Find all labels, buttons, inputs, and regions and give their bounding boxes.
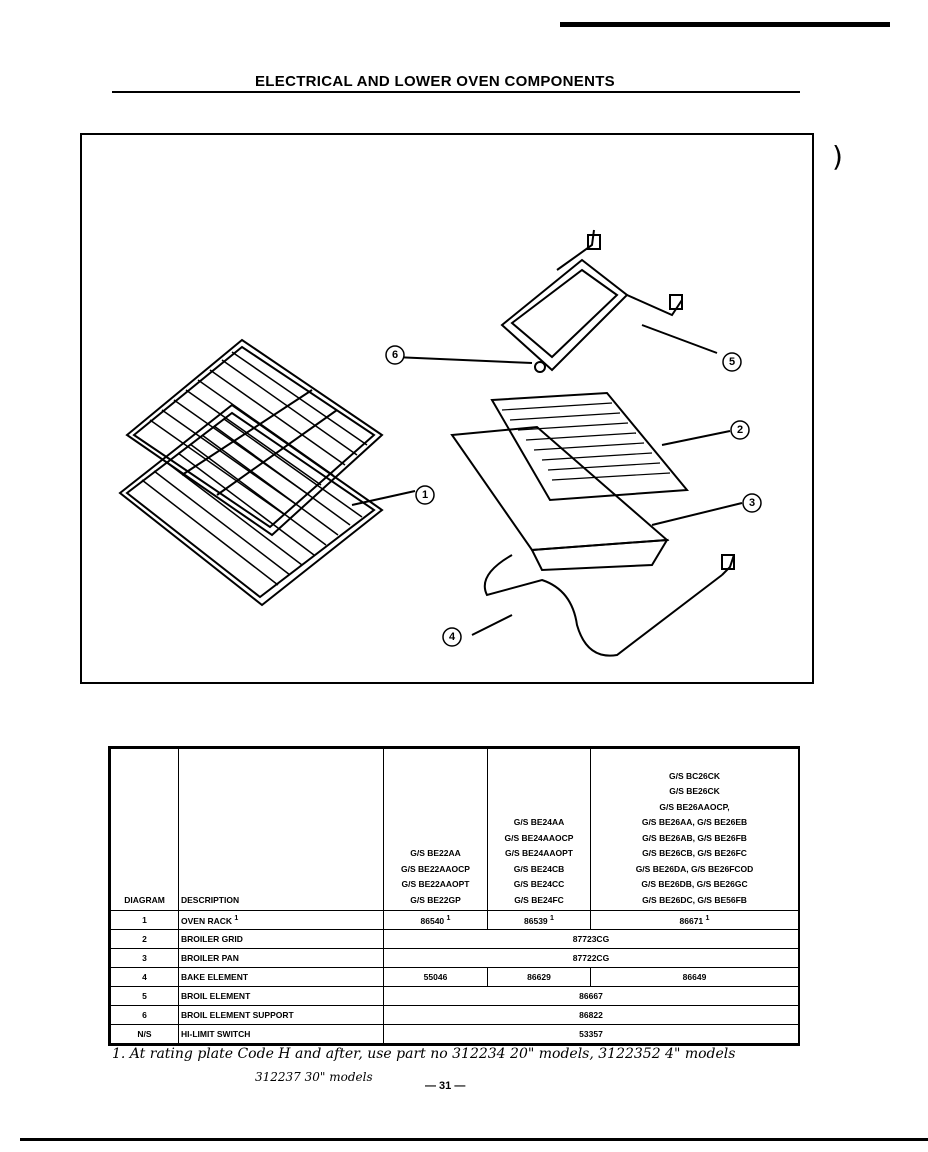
- model-name: G/S BE24AA: [513, 817, 565, 827]
- handwritten-footnote: 1. At rating plate Code H and after, use…: [112, 1046, 736, 1062]
- part-number: 87723CG: [383, 929, 799, 949]
- model-name: G/S BE22AA: [410, 848, 461, 858]
- header-diagram: DIAGRAM: [110, 748, 179, 911]
- model-name: G/S BE22GP: [410, 894, 461, 905]
- broiler-pan-illustration: [450, 425, 670, 572]
- title-rule: [112, 91, 800, 93]
- element-support-illustration: [534, 361, 546, 373]
- model-name: G/S BE24AAOPT: [504, 848, 574, 858]
- part-description: BROIL ELEMENT: [178, 986, 384, 1006]
- header-description: DESCRIPTION: [178, 748, 384, 911]
- model-name: G/S BE26CB, G/S BE26FC: [642, 848, 747, 858]
- page-title: ELECTRICAL AND LOWER OVEN COMPONENTS: [255, 73, 615, 90]
- model-name: G/S BE22AAOCP: [401, 863, 470, 874]
- parts-table: DIAGRAM DESCRIPTION G/S BE22AA G/S BE22A…: [110, 748, 799, 1044]
- callout-1-circle: [415, 485, 435, 505]
- model-name: G/S BE22AAOPT: [401, 879, 470, 889]
- scan-mark: ): [832, 140, 843, 173]
- diagram-number: 2: [110, 929, 179, 949]
- table-row: N/S HI-LIMIT SWITCH 53357: [110, 1024, 799, 1044]
- oven-rack-upper-illustration: [125, 338, 384, 537]
- callout-3-label: 3: [749, 497, 755, 509]
- part-description: BROIL ELEMENT SUPPORT: [178, 1005, 384, 1025]
- diagram-number: 6: [110, 1005, 179, 1025]
- scan-edge: [560, 22, 890, 27]
- diagram-number: N/S: [110, 1024, 179, 1044]
- part-number: 86649: [590, 967, 799, 987]
- broil-element-illustration: [500, 229, 683, 372]
- diagram-number: 5: [110, 986, 179, 1006]
- table-row: 3 BROILER PAN 87722CG: [110, 948, 799, 968]
- model-name: G/S BE26DA, G/S BE26FCOD: [635, 863, 754, 874]
- part-number: 86539 1: [487, 910, 591, 930]
- diagram-number: 4: [110, 967, 179, 987]
- part-number: 53357: [383, 1024, 799, 1044]
- table-row: 1 OVEN RACK 1 86540 1 86539 1 86671 1: [110, 910, 799, 930]
- callout-2-circle: [730, 420, 750, 440]
- part-number: 55046: [383, 967, 488, 987]
- model-name: G/S BE26AAOCP,: [659, 801, 730, 812]
- callout-6-circle: [385, 345, 405, 365]
- part-number: 87722CG: [383, 948, 799, 968]
- part-number: 86822: [383, 1005, 799, 1025]
- header-models-col2: G/S BE24AA G/S BE24AAOCP G/S BE24AAOPT G…: [487, 748, 591, 911]
- parts-illustration: 1 2 3 4 5 6: [118, 229, 762, 657]
- oven-rack-lower-illustration: [118, 403, 384, 607]
- table-row: 4 BAKE ELEMENT 55046 86629 86649: [110, 967, 799, 987]
- model-name: G/S BE26DC, G/S BE56FB: [642, 894, 747, 905]
- model-name: G/S BE26AB, G/S BE26FB: [642, 832, 747, 843]
- part-number: 86671 1: [590, 910, 799, 930]
- part-description: HI-LIMIT SWITCH: [178, 1024, 384, 1044]
- part-number: 86540 1: [383, 910, 488, 930]
- callout-4-circle: [442, 627, 462, 647]
- header-models-col1: G/S BE22AA G/S BE22AAOCP G/S BE22AAOPT G…: [383, 748, 488, 911]
- footnote-mark: 1: [234, 914, 239, 923]
- diagram-number: 3: [110, 948, 179, 968]
- part-number: 86667: [383, 986, 799, 1006]
- part-description: OVEN RACK 1: [178, 910, 384, 930]
- footnote-mark: 1: [550, 914, 554, 923]
- model-name: G/S BE24AAOCP: [504, 832, 574, 843]
- footnote-mark: 1: [705, 914, 710, 923]
- table-header-row: DIAGRAM DESCRIPTION G/S BE22AA G/S BE22A…: [110, 748, 799, 911]
- model-name: G/S BE26AA, G/S BE26EB: [641, 817, 748, 827]
- broiler-grid-illustration: [490, 391, 690, 502]
- diagram-number: 1: [110, 910, 179, 930]
- table-row: 6 BROIL ELEMENT SUPPORT 86822: [110, 1005, 799, 1025]
- part-description: BROILER GRID: [178, 929, 384, 949]
- part-number: 86629: [487, 967, 591, 987]
- model-name: G/S BE24CC: [513, 879, 565, 889]
- callout-3-circle: [742, 493, 762, 513]
- part-description: BAKE ELEMENT: [178, 967, 384, 987]
- callout-5-label: 5: [729, 356, 735, 368]
- callout-6-label: 6: [392, 349, 398, 361]
- handwritten-footnote-continued: 312237 30" models: [255, 1070, 373, 1084]
- model-name: G/S BE24FC: [514, 894, 564, 905]
- header-models-col3: G/S BC26CK G/S BE26CK G/S BE26AAOCP, G/S…: [590, 748, 799, 911]
- callout-1-label: 1: [422, 489, 428, 501]
- callout-2-label: 2: [737, 424, 743, 436]
- model-name: G/S BC26CK: [668, 770, 720, 781]
- bake-element-illustration: [483, 554, 735, 657]
- model-name: G/S BE26DB, G/S BE26GC: [641, 879, 748, 889]
- part-description: BROILER PAN: [178, 948, 384, 968]
- model-name: G/S BE24CB: [513, 863, 565, 874]
- callout-4-label: 4: [449, 631, 456, 643]
- table-row: 2 BROILER GRID 87723CG: [110, 929, 799, 949]
- footnote-mark: 1: [446, 914, 451, 923]
- callout-5-circle: [722, 352, 742, 372]
- model-name: G/S BE26CK: [669, 786, 720, 796]
- scan-edge: [20, 1138, 928, 1141]
- page-number: — 31 —: [425, 1080, 466, 1092]
- exploded-parts-diagram: 1 2 3 4 5 6: [80, 133, 814, 684]
- table-row: 5 BROIL ELEMENT 86667: [110, 986, 799, 1006]
